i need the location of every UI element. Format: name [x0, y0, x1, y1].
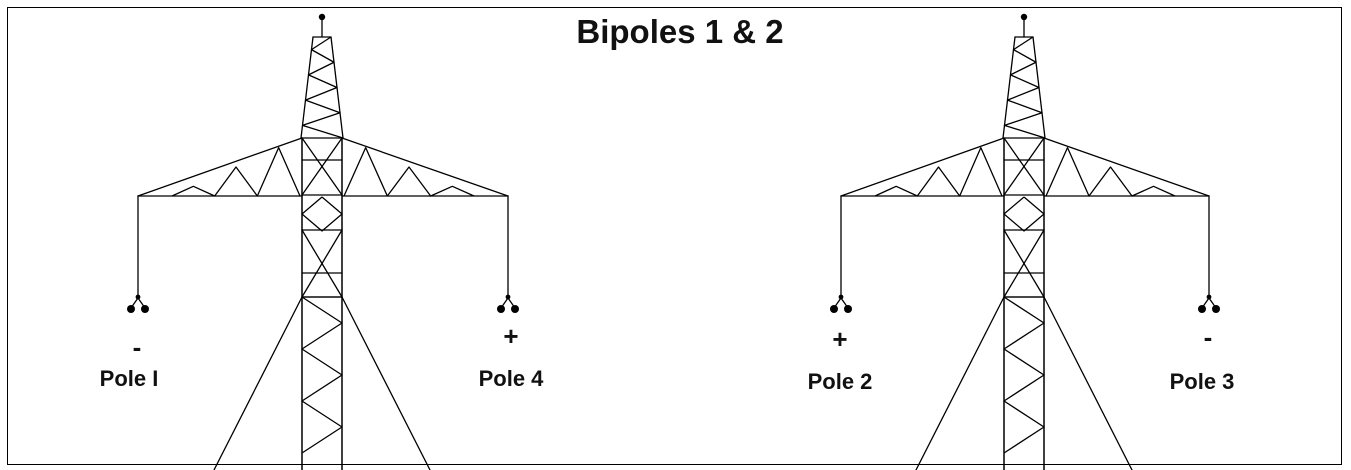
body-x-brace [1003, 229, 1045, 298]
conductor-left [830, 305, 838, 313]
crossarm-top-left [840, 137, 1005, 197]
body-x-brace [301, 137, 343, 196]
transmission-tower-left [127, 13, 519, 470]
pole-sign-left-2: + [503, 321, 518, 351]
conductor-right [511, 305, 519, 313]
stay-wire-right [1043, 296, 1133, 470]
conductor-right [497, 305, 505, 313]
upper-mast-leg-left [300, 36, 314, 139]
conductor-left [844, 305, 852, 313]
crossarm-bracing-left [874, 147, 1003, 197]
crossarm-top-left [137, 137, 303, 197]
crossarm-top-right [341, 137, 509, 197]
stay-wire-right [341, 296, 431, 470]
upper-mast-bracing [1003, 36, 1046, 139]
crossarm-bracing-right [343, 147, 475, 197]
conductor-right [1212, 305, 1220, 313]
insulator-cap-right [1206, 294, 1212, 300]
pole-sign-right-1: + [832, 324, 847, 354]
upper-mast-leg-left [1002, 36, 1016, 139]
upper-mast-bracing [301, 36, 344, 139]
crossarm-top-right [1043, 137, 1210, 197]
pole-label-right-1: Pole 2 [808, 369, 873, 394]
body-diamond-brace [301, 196, 343, 232]
body-x-brace [1003, 137, 1045, 196]
diagram-title: Bipoles 1 & 2 [576, 13, 783, 50]
body-diamond-brace [1003, 196, 1045, 232]
conductor-left [141, 305, 149, 313]
insulator-cap-left [838, 294, 844, 300]
body-x-brace [301, 229, 343, 298]
pole-sign-right-2: - [1204, 322, 1213, 352]
crossarm-bracing-right [1045, 147, 1176, 197]
earth-wire-tip [318, 13, 326, 21]
stay-wire-left [213, 296, 303, 470]
crossarm-bracing-left [171, 147, 301, 197]
conductor-left [127, 305, 135, 313]
transmission-tower-right [830, 13, 1220, 470]
lower-body-bracing [1003, 296, 1045, 454]
stay-wire-left [915, 296, 1005, 470]
insulator-cap-right [505, 294, 511, 300]
conductor-right [1198, 305, 1206, 313]
insulator-cap-left [135, 294, 141, 300]
pole-label-right-2: Pole 3 [1170, 369, 1235, 394]
pole-label-left-2: Pole 4 [479, 366, 545, 391]
pole-label-left-1: Pole I [100, 366, 159, 391]
earth-wire-tip [1020, 13, 1028, 21]
pole-sign-left-1: - [133, 332, 142, 362]
lower-body-bracing [301, 296, 343, 454]
diagram-frame [7, 7, 1342, 465]
